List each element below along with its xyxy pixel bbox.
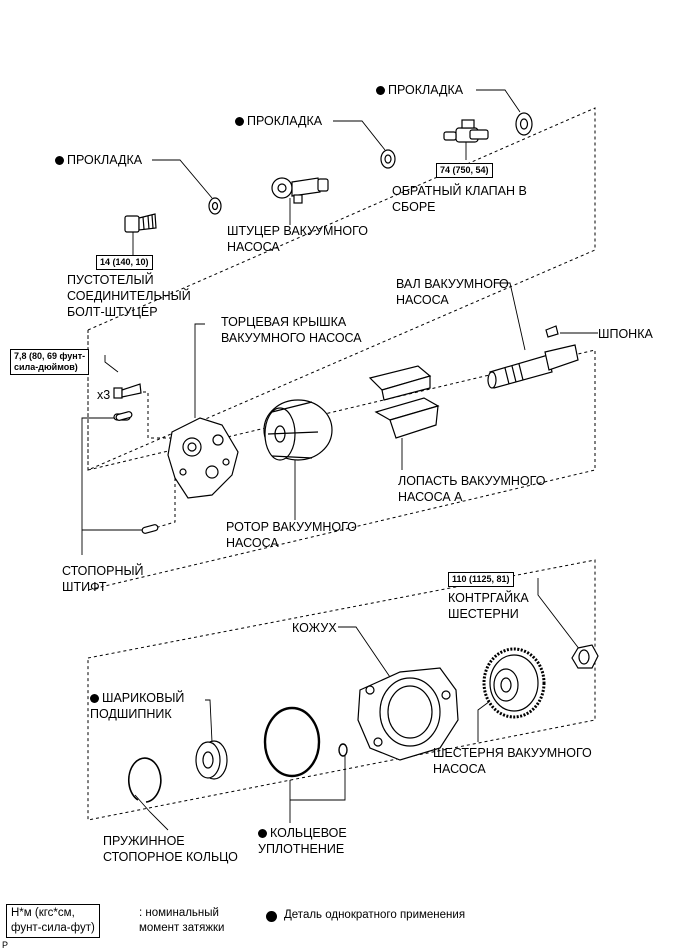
label-gasket-mid: ПРОКЛАДКА xyxy=(235,113,322,129)
label-check-valve: ОБРАТНЫЙ КЛАПАН В СБОРЕ xyxy=(392,184,527,214)
hollow-bolt-part xyxy=(124,213,157,233)
bearing-part xyxy=(195,740,228,780)
torque-hollow-bolt: 14 (140, 10) xyxy=(96,255,153,270)
label-rotor: РОТОР ВАКУУМНОГО НАСОСА xyxy=(226,520,357,550)
label-union: ШТУЦЕР ВАКУУМНОГО НАСОСА xyxy=(227,224,368,254)
gear-part xyxy=(482,647,546,719)
label-blade: ЛОПАСТЬ ВАКУУМНОГО НАСОСА A xyxy=(398,474,546,504)
label-snap-ring: ПРУЖИННОЕ СТОПОРНОЕ КОЛЬЦО xyxy=(103,834,238,864)
label-gasket-left: ПРОКЛАДКА xyxy=(55,152,142,168)
o-ring-part xyxy=(263,706,348,778)
snap-ring-part xyxy=(128,757,162,803)
check-valve-part xyxy=(443,119,489,143)
pin-parts xyxy=(115,411,159,534)
dashed-group-upper xyxy=(87,107,596,471)
label-end-cover: ТОРЦЕВАЯ КРЫШКА ВАКУУМНОГО НАСОСА xyxy=(221,315,362,345)
label-housing: КОЖУХ xyxy=(292,621,337,635)
label-o-ring: КОЛЬЦЕВОЕ УПЛОТНЕНИЕ xyxy=(258,826,347,856)
gear-nut-part xyxy=(571,644,599,669)
key-part xyxy=(545,325,559,338)
gasket-mid-part xyxy=(380,149,396,169)
label-x3: x3 xyxy=(97,388,111,402)
label-key: ШПОНКА xyxy=(598,327,653,341)
corner-mark: P xyxy=(2,940,9,950)
label-pin: СТОПОРНЫЙ ШТИФТ xyxy=(62,564,144,594)
end-cover-part xyxy=(167,417,239,499)
legend-one-time: Деталь однократного применения xyxy=(284,909,466,921)
torque-cover-bolt: 7,8 (80, 69 фунт- сила-дюймов) xyxy=(10,349,90,375)
torque-gear-nut: 110 (1125, 81) xyxy=(448,572,514,587)
leader-lines xyxy=(81,89,598,831)
gasket-left-part xyxy=(208,197,222,215)
legend-units-box: Н*м (кгс*см, фунт-сила-фут) xyxy=(6,904,100,938)
housing-part xyxy=(357,667,459,761)
label-gear-nut: КОНТРГАЙКА ШЕСТЕРНИ xyxy=(448,591,529,621)
rotor-part xyxy=(263,399,333,461)
label-shaft: ВАЛ ВАКУУМНОГО НАСОСА xyxy=(396,277,509,307)
legend-units-desc: : номинальный момент затяжки xyxy=(139,907,225,934)
one-time-use-icon xyxy=(266,911,277,922)
label-gear: ШЕСТЕРНЯ ВАКУУМНОГО НАСОСА xyxy=(433,746,592,776)
blades-part xyxy=(368,365,440,439)
gasket-top-part xyxy=(515,112,533,136)
label-bearing: ШАРИКОВЫЙ ПОДШИПНИК xyxy=(90,691,185,721)
union-part xyxy=(271,177,329,204)
dashed-group-lower xyxy=(87,559,596,821)
shaft-part xyxy=(487,344,579,389)
label-hollow-bolt: ПУСТОТЕЛЫЙ СОЕДИНИТЕЛЬНЫЙ БОЛТ-ШТУЦЕР xyxy=(67,273,191,319)
torque-check-valve: 74 (750, 54) xyxy=(436,163,493,178)
label-gasket-top: ПРОКЛАДКА xyxy=(376,82,463,98)
